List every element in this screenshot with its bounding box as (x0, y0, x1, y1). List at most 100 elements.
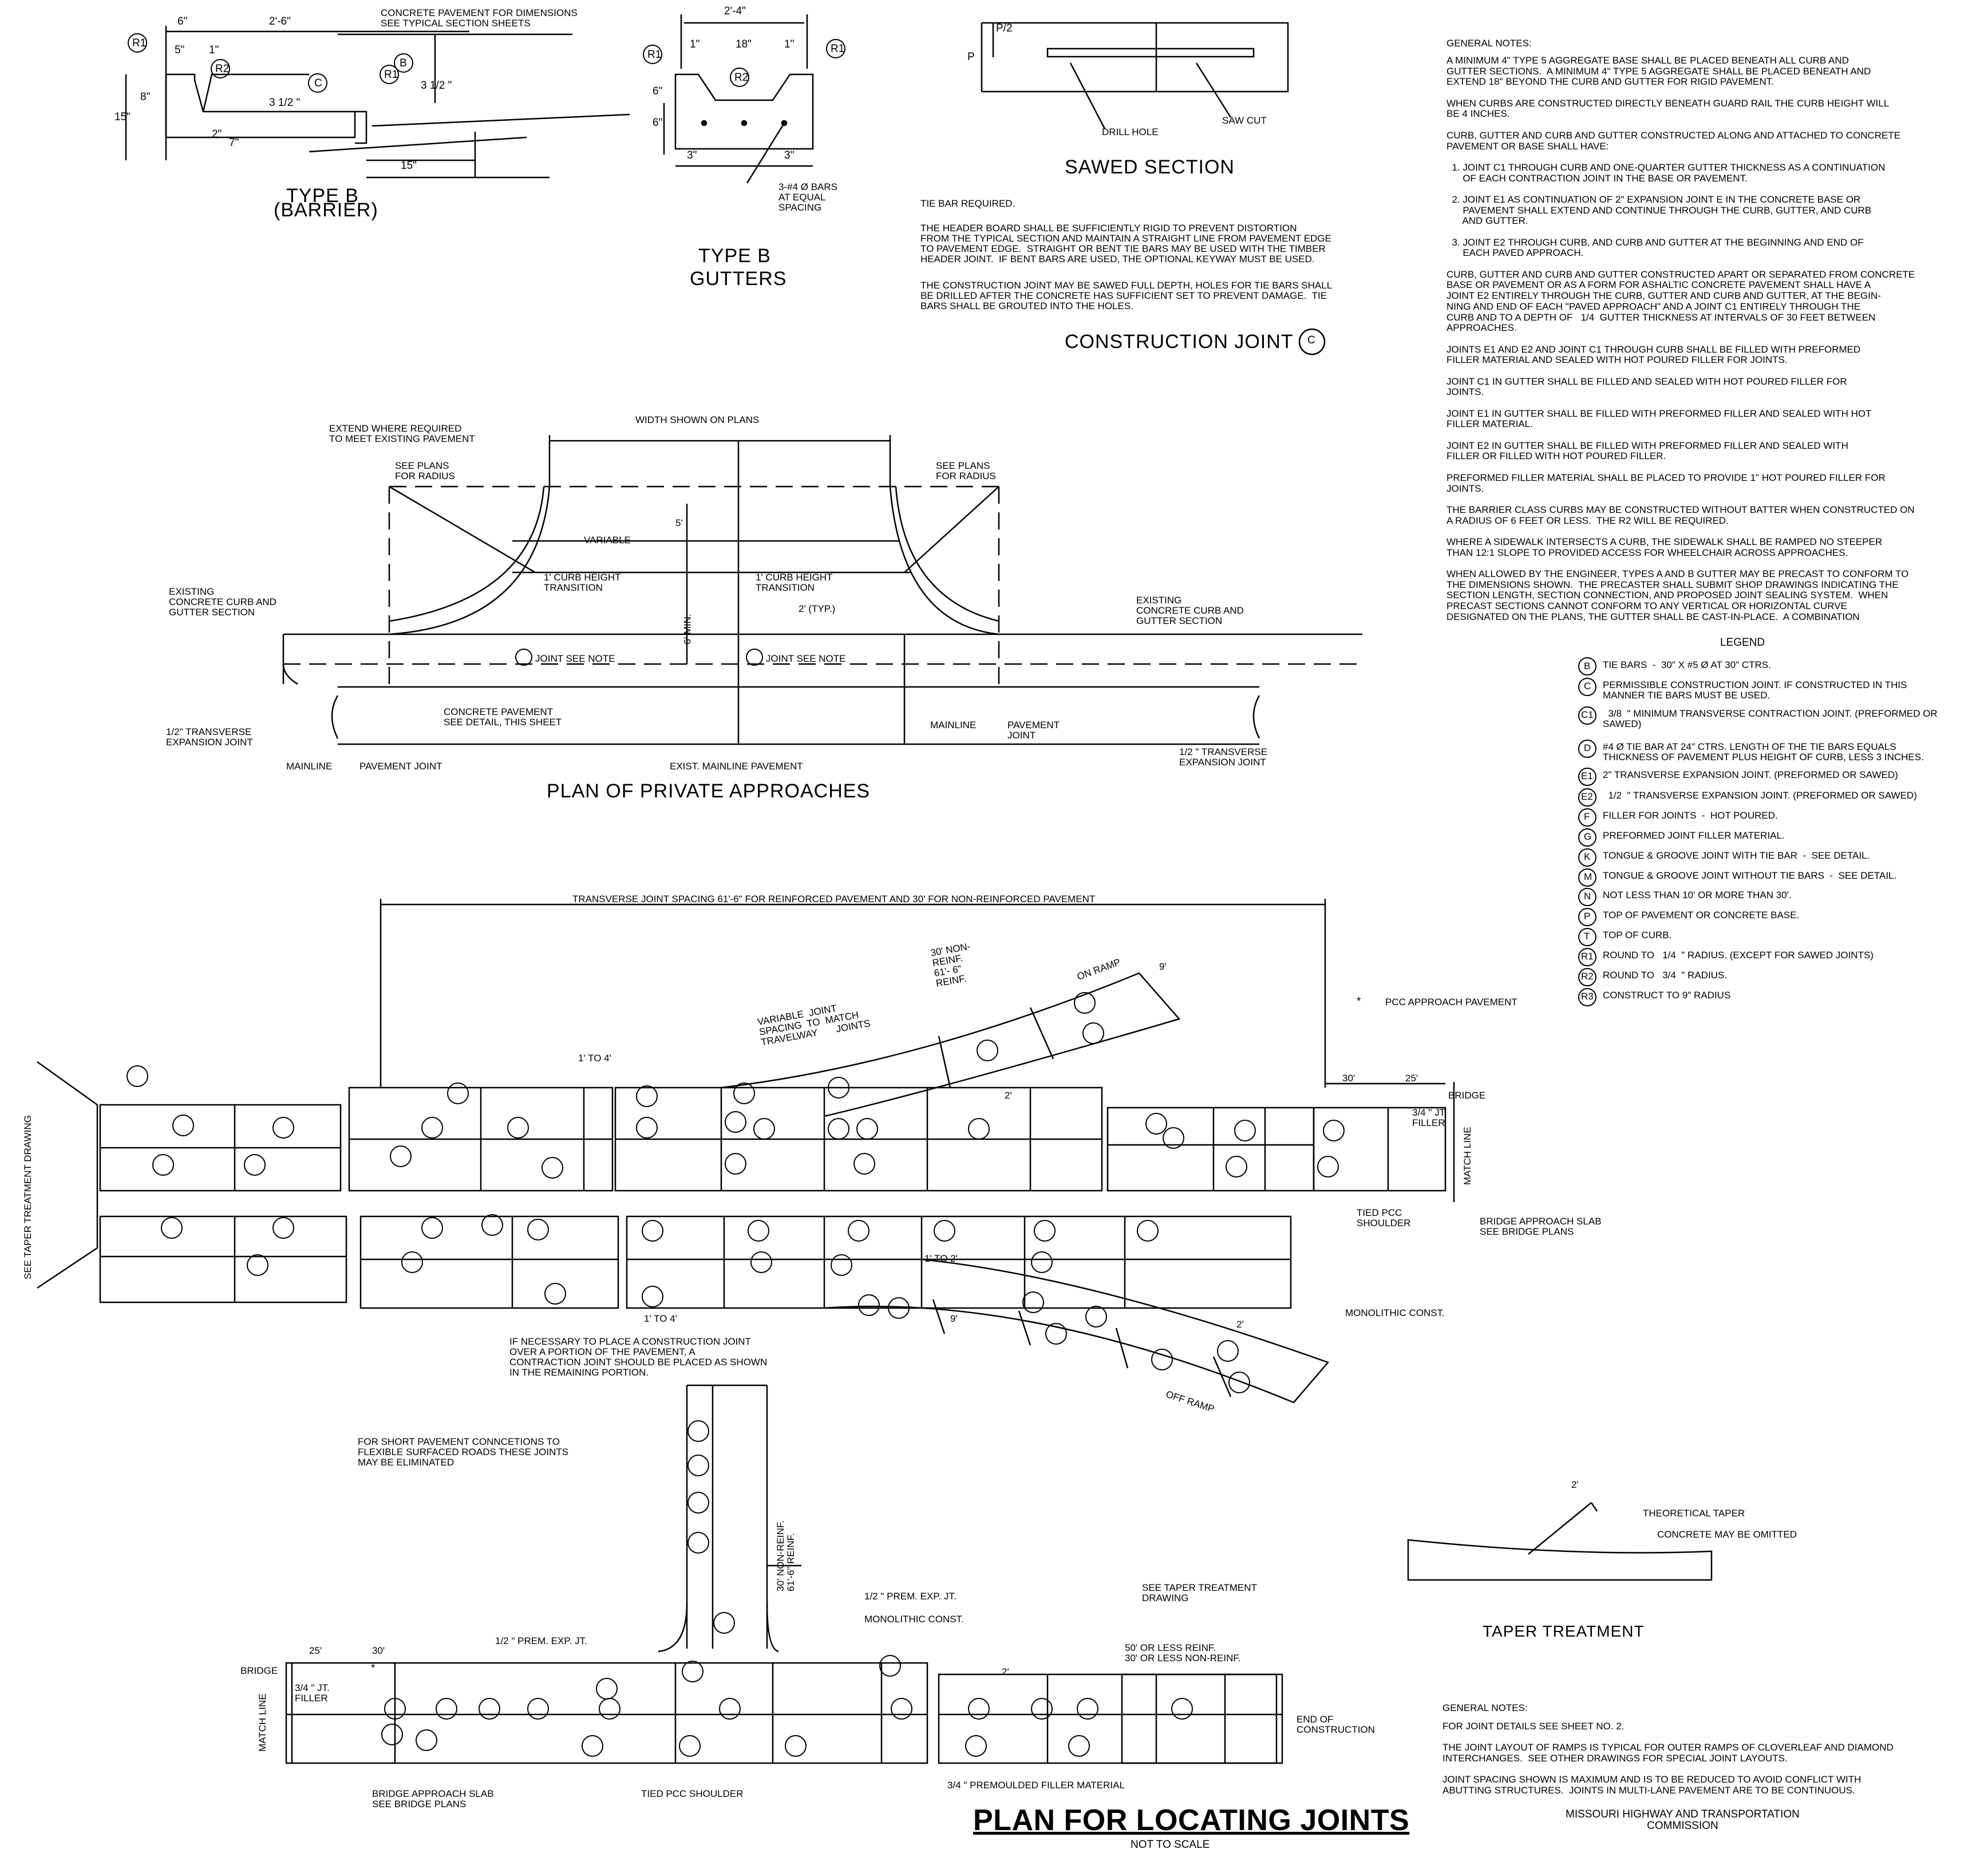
general-notes-body: A MINIMUM 4" TYPE 5 AGGREGATE BASE SHALL… (1446, 55, 1915, 622)
legend-item-text: NOT LESS THAN 10' OR MORE THAN 30'. (1603, 890, 1792, 900)
loc-end-const: END OF CONSTRUCTION (1297, 1714, 1375, 1735)
legend-item-text: TOP OF PAVEMENT OR CONCRETE BASE. (1603, 910, 1800, 920)
barrier-dim-7: 7" (229, 137, 239, 149)
cj-symbol: C (1307, 334, 1315, 346)
sawed-title: SAWED SECTION (1065, 156, 1235, 178)
barrier-pavement-note: CONCRETE PAVEMENT FOR DIMENSIONS SEE TYP… (381, 7, 578, 29)
cj-p1: TIE BAR REQUIRED. (920, 198, 1015, 209)
taper-theoretical: THEORETICAL TAPER (1643, 1508, 1745, 1519)
legend-title: LEGEND (1720, 637, 1765, 649)
loc-taper-ref: SEE TAPER TREATMENT DRAWING (22, 1115, 33, 1279)
type-b-gutters-section (663, 14, 814, 184)
loc-25b: 25' (309, 1645, 322, 1656)
pa-exist-mainline: EXIST. MAINLINE PAVEMENT (670, 761, 803, 772)
notes-bottom-heading: GENERAL NOTES: (1442, 1702, 1528, 1713)
loc-prem-b: 1/2 " PREM. EXP. JT. (495, 1635, 587, 1646)
legend-symbol: R1 (1581, 951, 1594, 962)
gutter-dim-1a: 1" (690, 38, 700, 50)
loc-filler-b: 3/4 " JT. FILLER (295, 1682, 330, 1704)
loc-slab-b: BRIDGE APPROACH SLAB SEE BRIDGE PLANS (372, 1788, 494, 1809)
construction-joint-symbol (1298, 328, 1326, 355)
callout-bubbles (127, 33, 1345, 1757)
barrier-dim-2: 2" (212, 128, 222, 140)
legend-item-text: FILLER FOR JOINTS - HOT POURED. (1603, 810, 1778, 821)
legend-item-text: PREFORMED JOINT FILLER MATERIAL. (1603, 830, 1785, 841)
legend-symbol: C (1584, 681, 1591, 692)
loc-monolithic: MONOLITHIC CONST. (1345, 1307, 1445, 1318)
barrier-dim-1: 1" (209, 44, 219, 56)
loc-bridge: BRIDGE (1448, 1090, 1486, 1101)
loc-tied: TIED PCC SHOULDER (1357, 1207, 1411, 1228)
gutter-dim-3a: 3" (687, 149, 697, 161)
pa-existing-left: EXISTING CONCRETE CURB AND GUTTER SECTIO… (169, 586, 276, 618)
pa-mainline-left: PAVEMENT JOINT (359, 761, 442, 772)
loc-short: FOR SHORT PAVEMENT CONNCETIONS TO FLEXIB… (358, 1436, 569, 1468)
legend-item-text: ROUND TO 3/4 " RADIUS. (1603, 970, 1728, 981)
cj-p2: THE HEADER BOARD SHALL BE SUFFICIENTLY R… (920, 223, 1331, 264)
legend-symbol: C1 (1581, 709, 1594, 720)
locating-lower-lanes (99, 1215, 1330, 1404)
gutter-bars-note: 3-#4 Ø BARS AT EQUAL SPACING (778, 181, 837, 213)
taper-dim: 2' (1571, 1479, 1579, 1490)
loc-30: 30' (1342, 1073, 1355, 1084)
gutter-dim-1b: 1" (784, 38, 795, 50)
main-subtitle: NOT TO SCALE (1131, 1839, 1210, 1851)
pa-joint-note-left: JOINT SEE NOTE (535, 653, 615, 664)
legend-item-text: #4 Ø TIE BAR AT 24" CTRS. LENGTH OF THE … (1603, 741, 1924, 762)
legend-symbol: R3 (1581, 991, 1594, 1002)
legend-symbol: R2 (1581, 971, 1594, 982)
legend-symbol: M (1584, 871, 1592, 882)
loc-filler: 3/4 " JT. FILLER (1412, 1107, 1447, 1128)
barrier-title: TYPE B (286, 185, 359, 207)
legend-symbol: P (1584, 911, 1591, 922)
sawed-label-p2: P/2 (996, 22, 1013, 34)
gutter-dim-3b: 3" (784, 149, 795, 161)
legend-item-text: 3/8 " MINIMUM TRANSVERSE CONTRACTION JOI… (1603, 708, 1938, 729)
pa-concrete: CONCRETE PAVEMENT SEE DETAIL, THIS SHEET (444, 706, 562, 728)
barrier-dim-15b: 15" (401, 160, 417, 172)
barrier-dim-6: 6" (177, 15, 188, 27)
legend-symbol: N (1584, 891, 1591, 902)
gutter-callout-r1a: R1 (647, 49, 662, 61)
cj-p3: THE CONSTRUCTION JOINT MAY BE SAWED FULL… (920, 280, 1333, 311)
gutters-subtitle: GUTTERS (690, 268, 787, 290)
loc-tied-b: TIED PCC SHOULDER (641, 1788, 744, 1799)
legend-item-text: TIE BARS - 30" X #5 Ø AT 30" CTRS. (1603, 659, 1771, 670)
legend-symbol: E1 (1581, 771, 1593, 781)
legend-item-text: ROUND TO 1/4 " RADIUS. (EXCEPT FOR SAWED… (1603, 950, 1874, 961)
loc-1to4a: 1' TO 4' (578, 1053, 611, 1064)
pa-mainline-right-word: MAINLINE (930, 720, 977, 730)
pa-extend: EXTEND WHERE REQUIRED TO MEET EXISTING P… (329, 423, 475, 444)
loc-nonreinf: 30' NON- REINF. 61'- 6" REINF. (930, 941, 971, 989)
barrier-subtitle: (BARRIER) (274, 199, 378, 221)
legend-symbol: T (1584, 931, 1590, 942)
pa-mainline-left-word: MAINLINE (286, 761, 333, 772)
loc-9a: 9' (1159, 961, 1167, 972)
gutter-callout-r1b: R1 (831, 43, 845, 55)
legend-item-text: TONGUE & GROOVE JOINT WITHOUT TIE BARS -… (1603, 870, 1897, 881)
loc-if-necessary: IF NECESSARY TO PLACE A CONSTRUCTION JOI… (509, 1336, 768, 1378)
legend-item-text: PERMISSIBLE CONSTRUCTION JOINT. IF CONST… (1603, 679, 1907, 701)
barrier-dim-8: 8" (140, 91, 151, 103)
pa-title: PLAN OF PRIVATE APPROACHES (547, 780, 871, 802)
pa-curb-left: 1' CURB HEIGHT TRANSITION (544, 572, 621, 593)
loc-9b: 9' (950, 1313, 958, 1324)
barrier-dim-2-6: 2'-6" (269, 15, 291, 27)
loc-25: 25' (1405, 1073, 1418, 1084)
barrier-dim-3-5a: 3 1/2 " (269, 97, 301, 109)
legend-symbols (1578, 657, 1596, 1006)
gutter-dim-6a: 6" (653, 85, 663, 97)
sawed-label-saw: SAW CUT (1222, 115, 1267, 126)
general-notes-heading: GENERAL NOTES: (1446, 38, 1532, 49)
legend-symbol: K (1584, 851, 1591, 862)
loc-2b: 2' (1236, 1319, 1244, 1330)
barrier-callout-c: C (314, 77, 322, 89)
pa-exp-left: 1/2" TRANSVERSE EXPANSION JOINT (166, 726, 253, 748)
loc-2c: 2' (1002, 1666, 1009, 1677)
legend-item-text: 1/2 " TRANSVERSE EXPANSION JOINT. (PREFO… (1603, 790, 1917, 801)
taper-treatment-detail (1407, 1502, 1713, 1581)
type-b-barrier-section (125, 26, 630, 179)
legend-symbol: B (1584, 661, 1591, 671)
loc-match: MATCH LINE (1462, 1127, 1473, 1185)
